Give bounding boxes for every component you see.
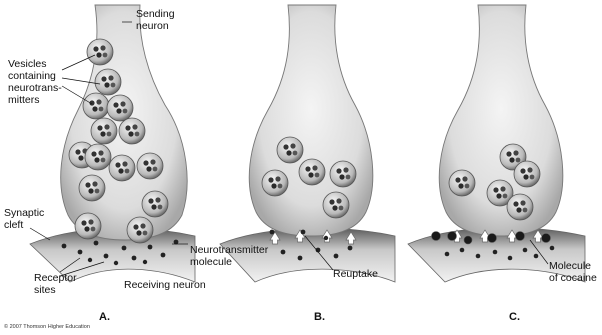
copyright-notice: © 2007 Thomson Higher Education xyxy=(4,324,90,330)
label-vesicles: Vesiclescontainingneurotrans-mitters xyxy=(8,58,62,106)
panel-c xyxy=(408,5,585,282)
label-sending-neuron: Sendingneuron xyxy=(136,8,175,32)
panel-b xyxy=(220,5,395,282)
label-neurotransmitter-molecule: Neurotransmittermolecule xyxy=(190,244,268,268)
label-receptor-sites: Receptorsites xyxy=(34,272,77,296)
label-synaptic-cleft: Synapticcleft xyxy=(4,207,44,231)
panel-letter-b: B. xyxy=(314,311,325,323)
panel-letter-a: A. xyxy=(99,311,110,323)
label-reuptake: Reuptake xyxy=(333,268,378,280)
label-receiving-neuron: Receiving neuron xyxy=(124,279,206,291)
panel-letter-c: C. xyxy=(509,311,520,323)
label-molecule-of-cocaine: Moleculeof cocaine xyxy=(549,260,597,284)
sending-neuron-terminal-b xyxy=(249,5,373,236)
panel-a xyxy=(30,5,195,282)
